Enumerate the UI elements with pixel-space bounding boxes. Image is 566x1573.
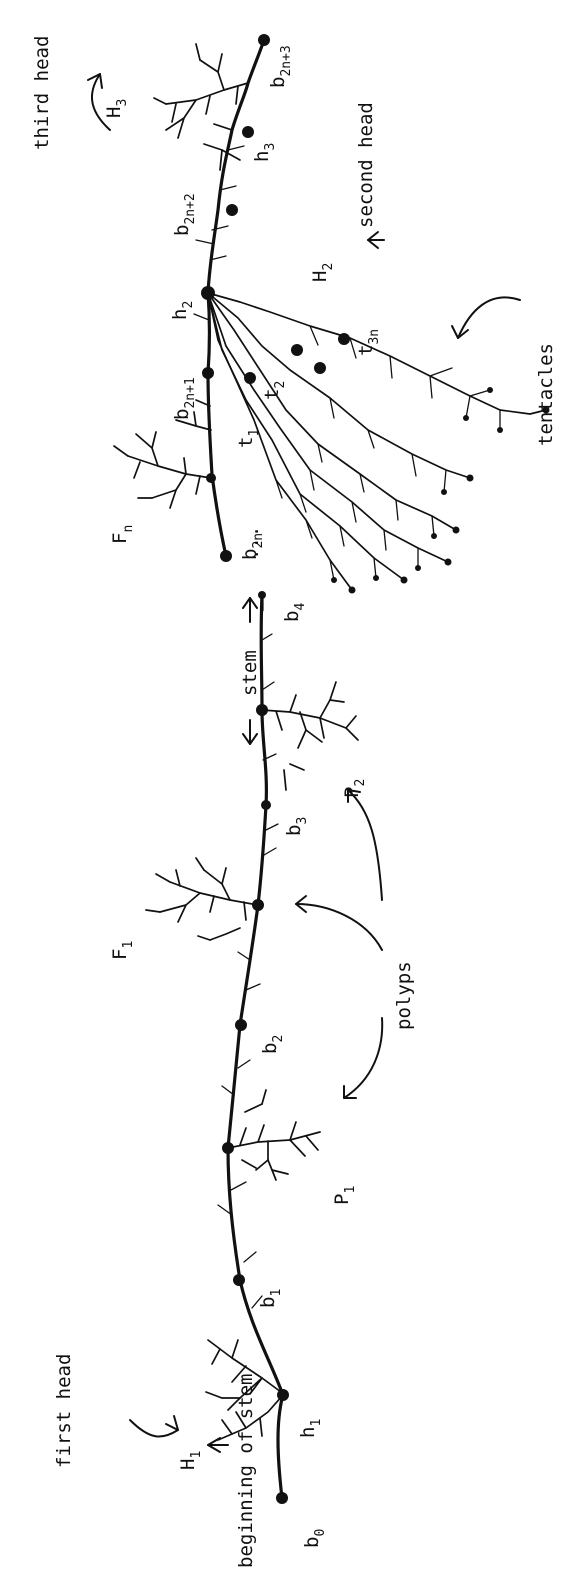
label-F1: F1 (109, 941, 136, 960)
polyp-P1-branches (228, 1090, 320, 1180)
label-Fn: Fn (109, 525, 136, 544)
label-stem: stem (239, 650, 261, 696)
label-b4: b4 (281, 603, 308, 622)
label-H3: H3 (103, 99, 130, 118)
polyp-Fn-branches (114, 400, 211, 508)
label-b2n2: b2n+2 (171, 193, 198, 236)
arrow-polyps-lower (344, 1018, 382, 1098)
label-h2: h2 (169, 301, 196, 320)
label-t1: t1 (235, 429, 262, 448)
label-H1: H1 (177, 1451, 204, 1470)
stem-upper (208, 40, 264, 556)
label-b1: b1 (257, 1289, 284, 1308)
arrow-first-head (130, 1420, 178, 1437)
arrow-polyps-upper (296, 904, 382, 950)
labels: first head beginning of stem H1 h1 b0 b1… (31, 36, 557, 1568)
label-h3: h3 (251, 143, 278, 162)
label-P1: P1 (331, 1186, 358, 1205)
label-b2: b2 (259, 1035, 286, 1054)
stem-nodes (201, 34, 350, 1504)
polyp-P2-branches (262, 682, 358, 790)
label-b2n3: b2n+3 (267, 45, 294, 88)
label-H2: H2 (309, 263, 336, 282)
label-beginning-of-stem: beginning of stem (235, 1374, 257, 1568)
third-head-H3-branches (154, 44, 248, 170)
arrow-polyps-p2 (348, 790, 382, 900)
label-first-head: first head (53, 1354, 75, 1468)
label-second-head: second head (355, 102, 377, 228)
label-b3: b3 (283, 817, 310, 836)
label-tentacles: tentacles (535, 343, 557, 446)
label-h1: h1 (297, 1419, 324, 1438)
polyp-F1-branches (146, 858, 258, 940)
label-b0: b0 (301, 1529, 328, 1548)
label-t2: t2 (261, 381, 288, 400)
label-P2: P2 (341, 779, 368, 798)
arrow-tentacles (458, 297, 520, 338)
arrows (88, 74, 520, 1452)
label-polyps: polyps (393, 961, 415, 1030)
label-third-head: third head (31, 36, 53, 150)
